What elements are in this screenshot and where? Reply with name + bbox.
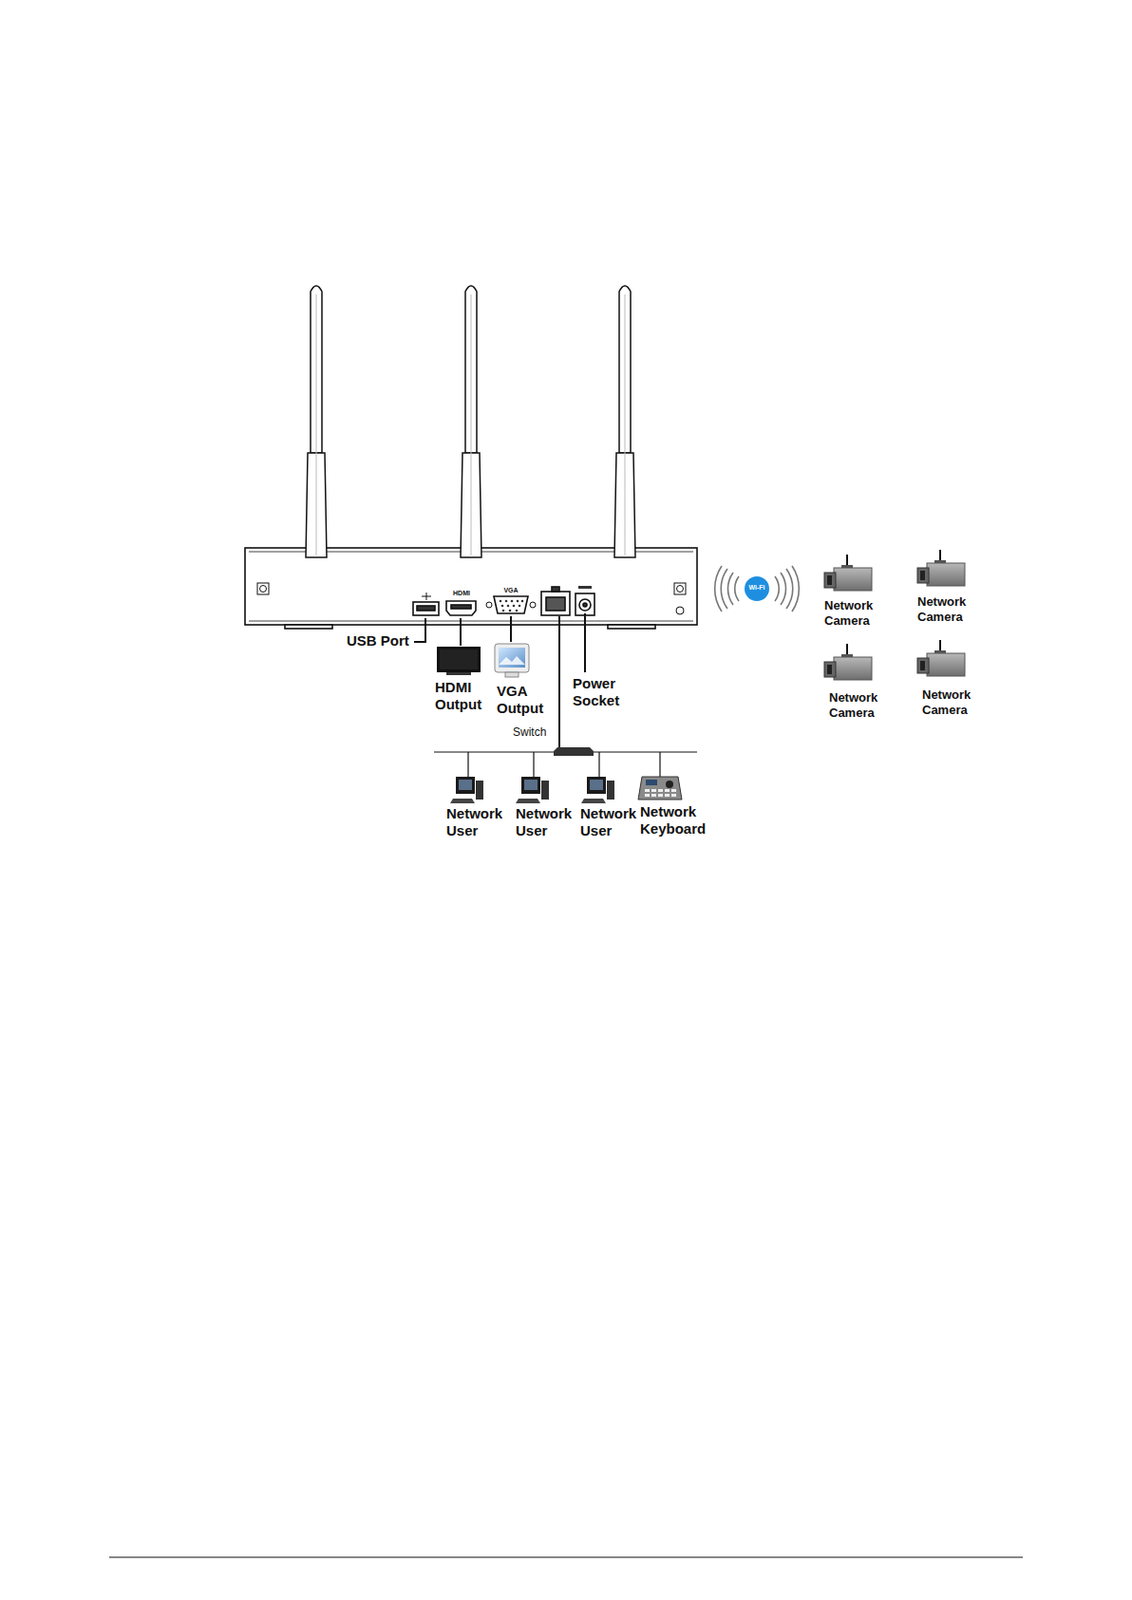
device-label: Network Keyboard <box>640 803 720 838</box>
port-label: Power Socket <box>572 675 634 710</box>
port-label: USB Port <box>346 632 423 650</box>
nvr-body <box>245 547 698 629</box>
network-keyboard-icon <box>638 776 682 800</box>
port-marking: VGA <box>499 586 523 595</box>
wifi-text: Wi-Fi <box>744 584 770 592</box>
antenna <box>305 285 636 558</box>
camera-label: Network Camera <box>917 594 979 624</box>
wifi-symbol <box>715 566 800 612</box>
leader-line <box>414 613 585 749</box>
camera-label: Network Camera <box>824 598 886 628</box>
port-label: VGA Output <box>496 682 552 717</box>
device-label: Network User <box>515 805 577 840</box>
network-user-pc <box>450 776 615 804</box>
network-switch <box>433 747 698 779</box>
device-label: Switch <box>512 725 555 739</box>
hdmi-monitor <box>436 646 481 676</box>
device-label: Network User <box>580 805 642 840</box>
camera-label: Network Camera <box>829 690 890 720</box>
footer-rule <box>109 1556 1023 1558</box>
camera-label: Network Camera <box>922 687 983 717</box>
device-label: Network User <box>446 805 508 840</box>
port-marking: HDMI <box>450 589 473 598</box>
port-label: HDMI Output <box>434 679 492 714</box>
vga-monitor <box>494 643 529 678</box>
